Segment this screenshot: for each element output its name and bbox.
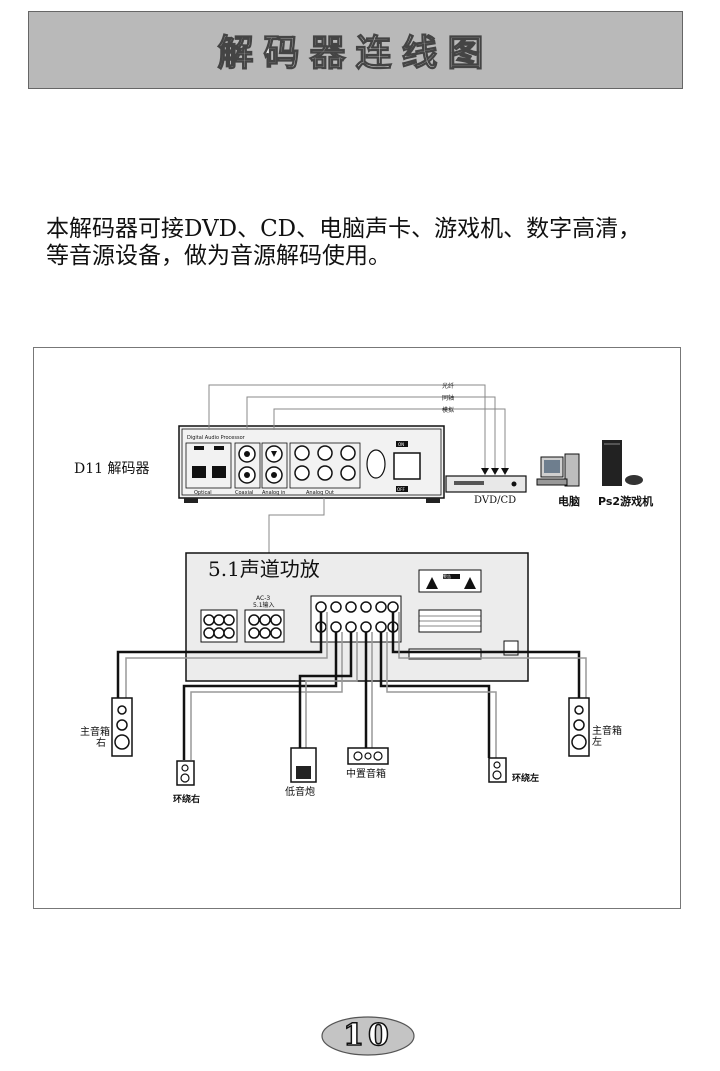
speaker-center <box>347 747 389 765</box>
speaker-label-main-left-side: 左 <box>592 735 602 748</box>
intro-text: 本解码器可接DVD、CD、电脑声卡、游戏机、数字高清， 等音源设备，做为音源解码… <box>46 216 686 270</box>
decoder-unit: Digital Audio Processor Optical Coaxial … <box>178 425 445 503</box>
cable-label-analog: 模拟 <box>442 406 454 414</box>
speaker-wires <box>116 612 587 760</box>
connection-diagram: Digital Audio Processor Optical Coaxial … <box>74 382 653 805</box>
speaker-label-subwoofer: 低音炮 <box>285 785 315 798</box>
speaker-label-surround-left: 环绕左 <box>512 772 539 784</box>
decoder-section-analog-out: Analog Out <box>306 490 334 496</box>
speaker-subwoofer <box>290 747 317 783</box>
decoder-section-optical: Optical <box>194 490 212 496</box>
decoder-tag-off: OFF <box>397 487 405 492</box>
amp-input-sub: 5.1输入 <box>253 601 275 609</box>
diagram-frame: Digital Audio Processor Optical Coaxial … <box>33 347 681 909</box>
speaker-surround-left <box>488 757 507 783</box>
decoder-tag-on: ON <box>398 442 404 447</box>
page-number: 10 <box>342 1017 393 1054</box>
dvd-player <box>445 475 527 493</box>
amp-warning: 警告 <box>443 573 451 579</box>
decoder-section-coaxial: Coaxial <box>235 490 253 496</box>
amp-input-label: AC-3 <box>256 595 270 602</box>
computer-icon <box>536 453 580 487</box>
page-number-badge <box>321 1016 415 1056</box>
speaker-label-main-right-side: 右 <box>96 736 106 749</box>
page-title: 解码器连线图 <box>217 31 494 74</box>
source-label-dvd: DVD/CD <box>474 495 516 506</box>
speaker-label-main-right: 主音箱 <box>80 725 110 738</box>
cable-label-optical: 光纤 <box>442 382 454 390</box>
game-console-icon <box>602 440 643 486</box>
decoder-panel-title: Digital Audio Processor <box>187 435 246 441</box>
speaker-surround-right <box>176 760 195 786</box>
decoder-label: D11 解码器 <box>74 461 150 477</box>
source-label-ps2: Ps2游戏机 <box>598 494 653 508</box>
source-cables <box>208 384 506 468</box>
cable-label-coaxial: 同轴 <box>442 394 454 402</box>
source-label-computer: 电脑 <box>558 494 580 508</box>
amp-label: 5.1声道功放 <box>208 557 320 581</box>
decoder-section-analog-in: Analog in <box>262 490 285 496</box>
speaker-label-center: 中置音箱 <box>346 767 386 780</box>
intro-line-1: 本解码器可接DVD、CD、电脑声卡、游戏机、数字高清， <box>46 216 642 242</box>
title-bar: 解码器连线图 <box>28 11 683 89</box>
speaker-main-right <box>111 697 133 757</box>
speaker-main-left <box>568 697 590 757</box>
speaker-label-surround-right: 环绕右 <box>173 793 200 805</box>
speaker-label-main-left: 主音箱 <box>592 724 622 737</box>
intro-line-2: 等音源设备，做为音源解码使用。 <box>46 243 391 269</box>
